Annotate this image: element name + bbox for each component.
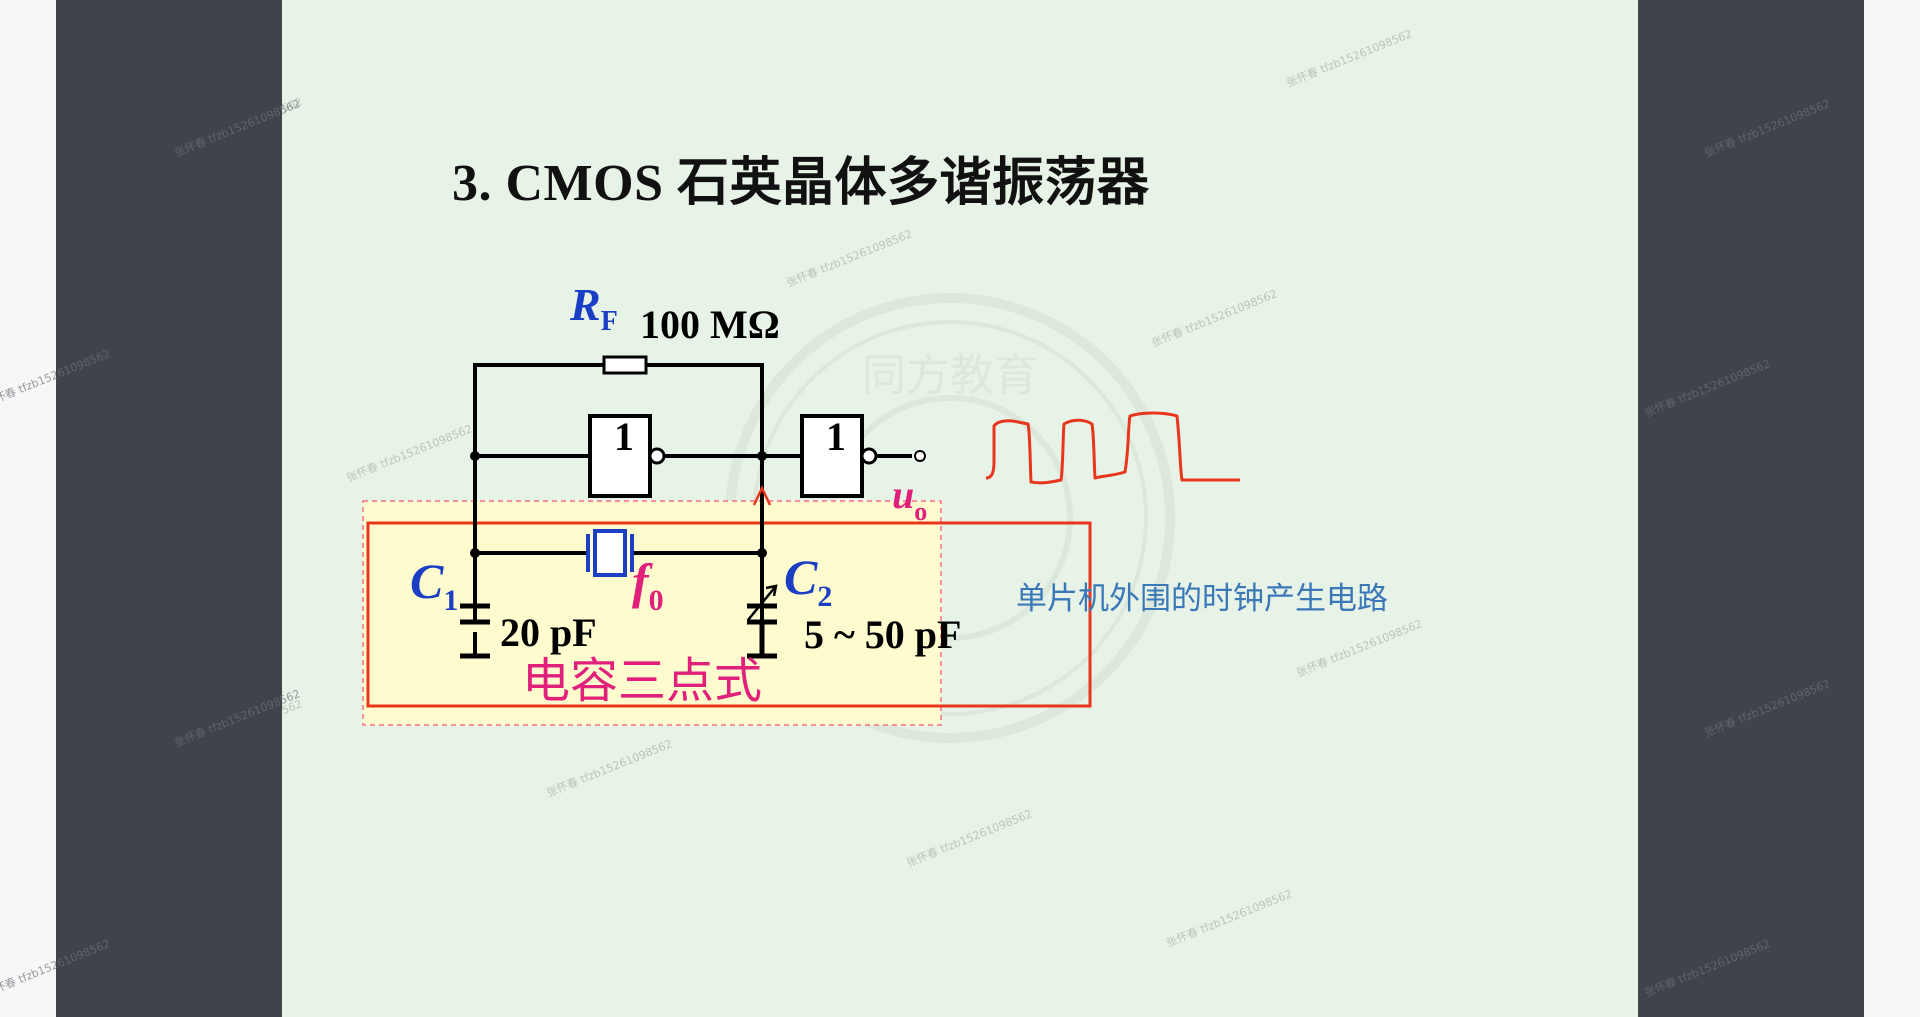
gate2-symbol: 1 [826,414,846,459]
crystal-symbol [586,529,634,577]
output-terminal-icon [914,450,926,462]
slide-title: 3. CMOS 石英晶体多谐振荡器 [452,155,1150,212]
c1-label: C1 [410,553,458,617]
capacitor-c2-symbol [747,603,777,659]
rf-label: RF [569,279,618,337]
capacitor-three-point-annotation: 电容三点式 [522,653,762,709]
oscillator-circuit-diagram: 1 1 RF 100 MΩ uo C1 20 pF f0 C2 [362,279,1240,726]
handwritten-arrow-icon [752,485,772,506]
c2-value: 5 ~ 50 pF [804,612,961,657]
resistor-rf-symbol [602,355,648,375]
inverter-bubble-icon [860,447,878,465]
c2-label: C2 [784,549,832,613]
side-note: 单片机外围的时钟产生电路 [1016,581,1388,617]
slide-page: 同方教育 张怀春 tfzb15261098562 张怀春 tfzb1526109… [282,0,1638,1017]
inverter-bubble-icon [648,447,666,465]
crystal-frequency-label: f0 [632,553,664,617]
highlight-region [362,500,942,726]
c1-value: 20 pF [500,610,597,655]
junction-dots [470,451,767,558]
square-wave-sketch [985,411,1240,485]
inverter-gate-2 [800,414,864,498]
output-label: uo [892,472,927,526]
variable-arrow-icon [747,584,778,621]
circuit-wires [473,363,912,656]
inverter-gate-1 [588,414,652,498]
capacitor-c1-symbol [460,603,490,659]
rf-value: 100 MΩ [640,302,780,347]
annotation-box [366,521,1092,708]
gate1-symbol: 1 [614,414,634,459]
